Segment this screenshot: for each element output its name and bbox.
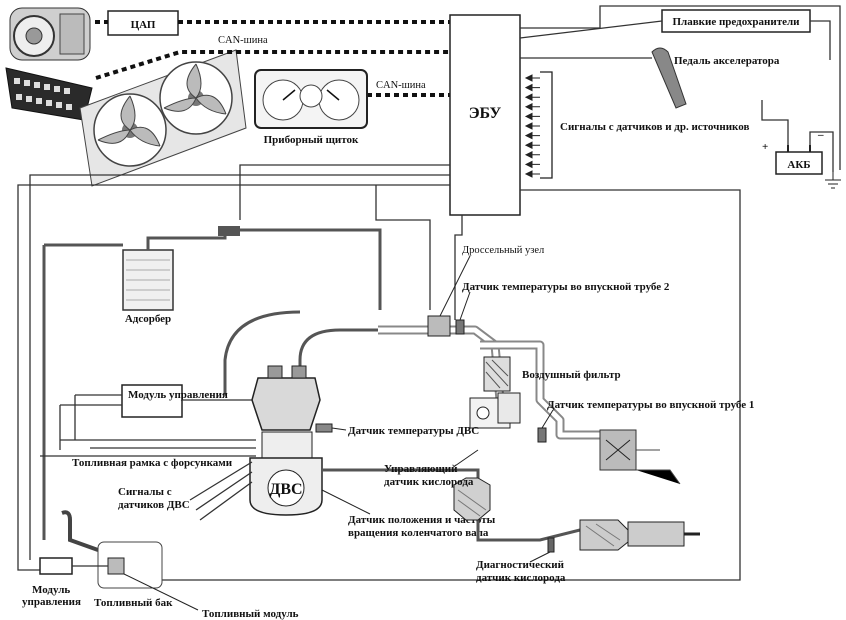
sensor-input-arrow — [524, 150, 540, 159]
engine-signals-wires — [189, 461, 253, 521]
intake-manifold-right — [298, 328, 378, 380]
sensor-input-arrow — [524, 141, 540, 150]
battery-plus-sign: + — [762, 141, 768, 153]
diag-o2-line-1: Диагностический — [476, 559, 565, 571]
ecu-left-bus-2 — [17, 184, 450, 571]
exhaust-line — [322, 468, 601, 542]
intake-manifold-left — [223, 310, 301, 395]
fuel-vapor-line — [42, 243, 123, 540]
coolant-temp-label: Датчик температуры ДВС — [348, 425, 479, 437]
control-o2-line-2: датчик кислорода — [384, 476, 474, 488]
fuel-tank-icon — [61, 510, 163, 589]
ecu-box — [449, 14, 521, 216]
fuse-wire-1 — [520, 5, 841, 170]
can-bus-top — [95, 50, 450, 80]
ecu-right-bus — [130, 189, 741, 581]
ecu-label: ЭБУ — [469, 105, 502, 122]
fuel-rail-label: Топливная рамка с форсунками — [72, 457, 233, 469]
sensor-input-arrow — [524, 102, 540, 111]
battery-minus-sign: – — [817, 129, 824, 141]
throttle-icon — [427, 315, 451, 337]
engine-label: ДВС — [269, 481, 302, 498]
crank-sensor-line-2: вращения коленчатого вала — [348, 527, 489, 539]
battery-icon — [775, 145, 823, 175]
ecu-adsorber-wire — [239, 164, 450, 220]
ground-icon — [825, 172, 841, 189]
intake-temp-2-sensor — [455, 319, 465, 335]
dac-label: ЦАП — [131, 19, 156, 31]
pedal-label: Педаль акселератора — [674, 55, 780, 67]
can-top-label: CAN-шина — [218, 35, 268, 46]
fuel-module-label: Топливный модуль — [202, 608, 299, 620]
intake-temp-2-leader — [459, 291, 471, 321]
dac-box — [107, 10, 179, 36]
fuse-wire-3 — [810, 20, 831, 60]
gauge-cluster-icon — [254, 69, 368, 129]
purge-valve — [218, 226, 240, 236]
control-module-1-label: Модуль управления — [128, 389, 228, 401]
sensor-input-arrow — [524, 74, 540, 82]
catalyst-icon — [453, 477, 491, 521]
control-module-1-box — [121, 384, 183, 418]
control-module-2-box — [39, 557, 73, 575]
crank-sensor-line-1: Датчик положения и частоты — [348, 514, 496, 526]
obd-connector-icon — [5, 67, 93, 121]
sensor-input-arrow — [524, 160, 540, 169]
sensor-input-arrow — [524, 122, 540, 130]
ecu-intake-temp-wire — [454, 215, 463, 320]
sensor-inputs — [524, 71, 553, 179]
throttle-label: Дроссельный узел — [462, 245, 544, 256]
throttle-leader — [439, 255, 471, 317]
can-mid-label: CAN-шина — [376, 80, 426, 91]
control-module-2-line-2: управления — [22, 596, 81, 608]
fuel-rail-wires — [40, 439, 256, 457]
purge-to-intake-line — [240, 228, 382, 310]
radiator-fan-icon — [79, 49, 247, 187]
battery-plus-wire — [761, 100, 789, 145]
generator-icon — [9, 7, 91, 61]
ground-wire — [809, 131, 834, 172]
engine-signals-line-2: датчиков ДВС — [118, 499, 190, 511]
adsorber-fill — [126, 259, 170, 301]
control-module-2-line-1: Модуль — [32, 584, 70, 596]
pedal-icon — [651, 47, 687, 109]
control-o2-line-1: Управляющий — [384, 463, 458, 475]
ecu-left-bus — [29, 174, 450, 560]
sensor-input-arrow — [524, 112, 540, 121]
fuses-label: Плавкие предохранители — [672, 16, 800, 28]
intake-temp-1-label: Датчик температуры во впускной трубе 1 — [547, 399, 754, 411]
sensor-input-arrow — [524, 170, 540, 178]
ecu-throttle-wire — [375, 185, 431, 310]
intake-temp-2-label: Датчик температуры во впускной трубе 2 — [462, 281, 670, 293]
sensor-input-arrow — [524, 93, 540, 102]
sensor-input-arrow — [524, 131, 540, 140]
intake-temp-1-sensor — [537, 427, 547, 443]
sensor-input-arrow — [524, 83, 540, 92]
battery-label: АКБ — [787, 159, 810, 171]
fuel-tank-label: Топливный бак — [94, 597, 173, 609]
sensors-signals-label: Сигналы с датчиков и др. источников — [560, 121, 749, 133]
adsorber-label: Адсорбер — [125, 313, 171, 325]
coolant-sensor — [315, 423, 333, 433]
fuse-wire-2 — [519, 20, 663, 39]
diag-o2-sensor — [547, 537, 555, 553]
dashboard-label: Приборный щиток — [264, 134, 359, 146]
engine-icon — [249, 365, 323, 516]
muffler-icon — [579, 519, 700, 551]
air-filter-label: Воздушный фильтр — [522, 369, 621, 381]
engine-signals-line-1: Сигналы с — [118, 486, 172, 498]
adsorber-purge-line — [146, 232, 227, 250]
diag-o2-line-2: датчик кислорода — [476, 572, 566, 584]
